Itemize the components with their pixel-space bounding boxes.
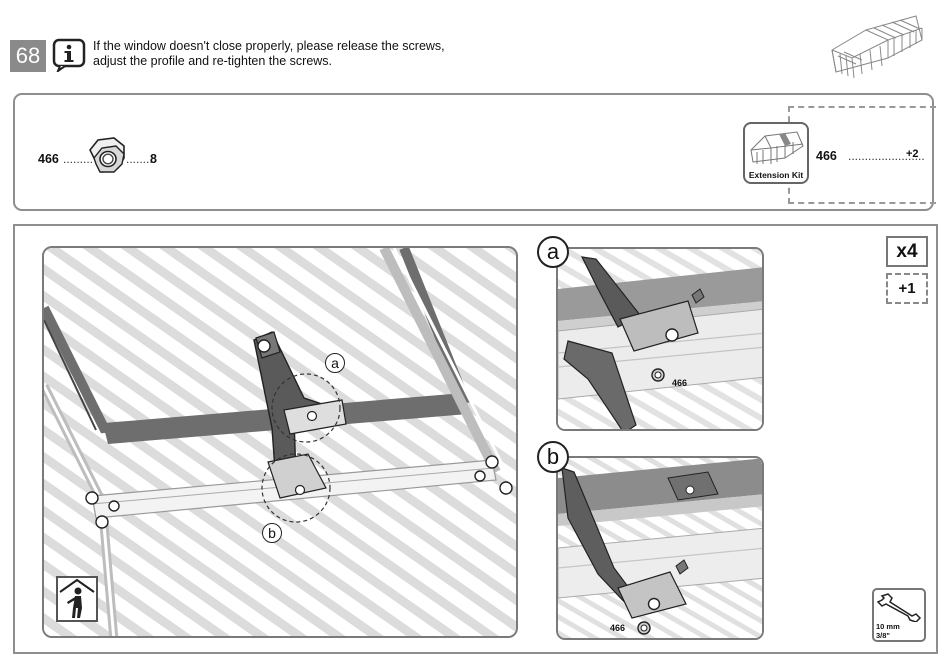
callout-marker-b: b (262, 523, 282, 543)
info-icon (52, 38, 86, 72)
extension-part-number: 466 (816, 149, 837, 163)
quantity-extension: +1 (886, 273, 928, 304)
hex-nut-icon (86, 134, 128, 178)
wrench-icon (874, 590, 924, 622)
note-line-2: adjust the profile and re-tighten the sc… (93, 54, 445, 69)
greenhouse-icon (826, 10, 926, 80)
step-number: 68 (10, 40, 46, 72)
tool-size-metric: 10 mm (876, 622, 900, 631)
detail-marker-a: a (537, 236, 569, 268)
callout-marker-a: a (325, 353, 345, 373)
part-quantity: 8 (150, 152, 157, 166)
main-assembly-view (42, 246, 518, 638)
detail-marker-b: b (537, 441, 569, 473)
instruction-note: If the window doesn't close properly, pl… (93, 39, 445, 69)
tool-size: 10 mm 3/8" (876, 622, 900, 640)
detail-view-a (556, 247, 764, 431)
detail-a-part-label: 466 (672, 378, 687, 388)
quantity-base: x4 (886, 236, 928, 267)
detail-b-illustration (558, 458, 764, 640)
detail-view-b (556, 456, 764, 640)
roof-window-illustration (44, 248, 518, 638)
person-icon-badge (56, 576, 98, 622)
note-line-1: If the window doesn't close properly, pl… (93, 39, 445, 54)
part-number: 466 (38, 152, 59, 166)
detail-b-part-label: 466 (610, 623, 625, 633)
person-icon (58, 578, 96, 620)
tool-size-imperial: 3/8" (876, 631, 900, 640)
greenhouse-icon (745, 124, 807, 172)
extension-part-quantity: +2 (906, 148, 919, 160)
detail-a-illustration (558, 249, 764, 431)
extension-kit-label: Extension Kit (745, 170, 807, 180)
